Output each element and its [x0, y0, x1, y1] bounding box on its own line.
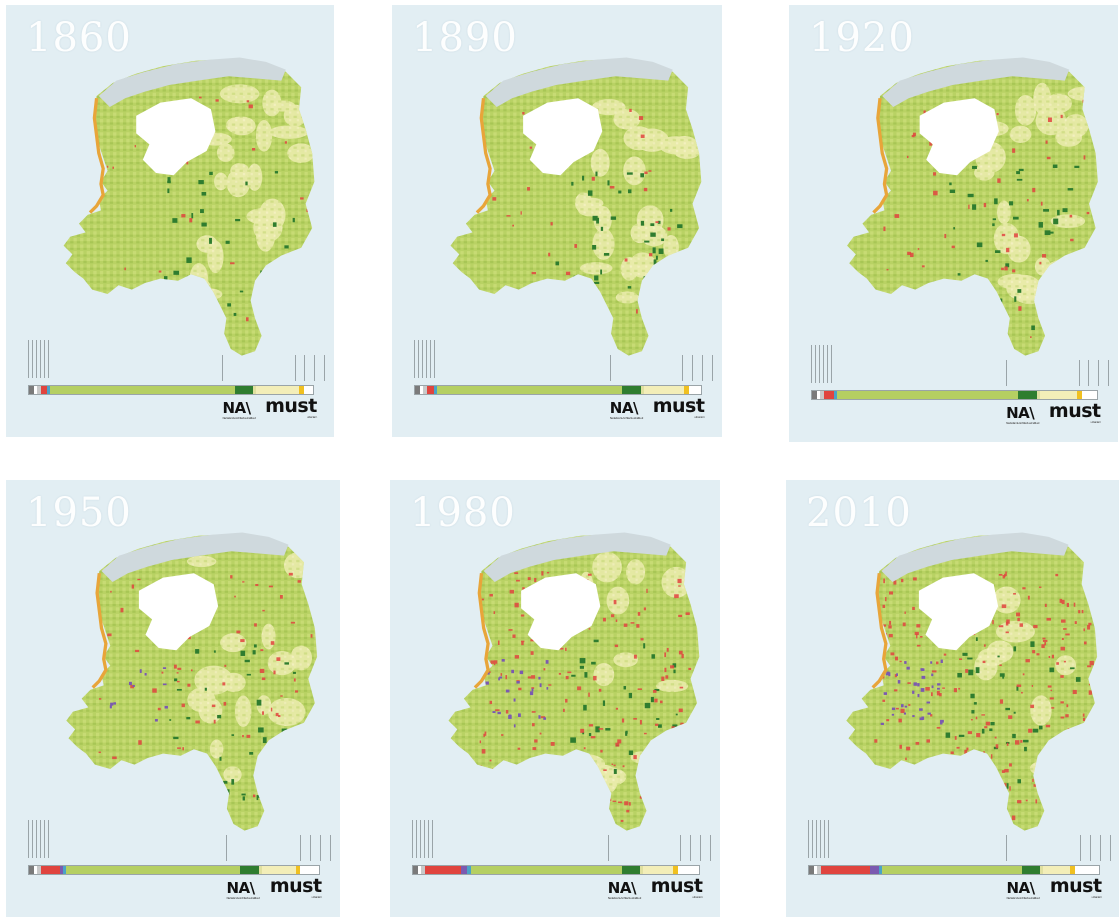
year-label: 1860	[26, 15, 132, 61]
must-logo-subtitle: urbanism	[1090, 420, 1102, 424]
nai-logo-text: NA\	[607, 879, 637, 897]
land-use-legend-bar	[28, 865, 320, 875]
nai-logo-subtitle: Nederlands Architectuurinstituut	[226, 896, 260, 900]
must-logo-text: must	[265, 395, 317, 417]
nai-logo: NA\Nederlands Architectuurinstituut	[609, 399, 644, 420]
nai-logo-text: NA\	[609, 399, 639, 417]
nai-logo-subtitle: Nederlands Architectuurinstituut	[609, 416, 644, 420]
must-logo-subtitle: urbanism	[306, 415, 318, 419]
year-label: 1950	[26, 490, 132, 536]
must-logo-text: must	[1049, 875, 1102, 897]
land-use-legend-bar	[414, 385, 702, 395]
nai-logo: NA\Nederlands Architectuurinstituut	[222, 399, 256, 420]
land-use-legend-bar	[811, 390, 1098, 400]
land-use-legend-bar	[412, 865, 700, 875]
must-logo-text: must	[652, 395, 705, 417]
nai-logo-text: NA\	[222, 399, 251, 417]
netherlands-land-use-map	[63, 57, 315, 356]
nai-logo-subtitle: Nederlands Architectuurinstituut	[607, 896, 642, 900]
must-logo-text: must	[1048, 400, 1101, 422]
must-logo-subtitle: urbanism	[694, 415, 705, 419]
nai-logo-subtitle: Nederlands Architectuurinstituut	[1006, 896, 1040, 900]
nai-logo: NA\Nederlands Architectuurinstituut	[226, 879, 260, 900]
nai-logo: NA\Nederlands Architectuurinstituut	[1006, 404, 1040, 425]
netherlands-land-use-map	[846, 57, 1098, 356]
nai-logo-text: NA\	[1006, 879, 1035, 897]
nai-logo-subtitle: Nederlands Architectuurinstituut	[1006, 421, 1040, 425]
must-logo-subtitle: urbanism	[692, 895, 703, 899]
nai-logo-text: NA\	[226, 879, 255, 897]
nai-logo: NA\Nederlands Architectuurinstituut	[1006, 879, 1040, 900]
netherlands-land-use-map	[66, 532, 318, 831]
netherlands-land-use-map	[448, 532, 700, 831]
land-use-legend-bar	[808, 865, 1100, 875]
netherlands-land-use-map	[846, 532, 1098, 831]
year-label: 1980	[410, 490, 516, 536]
year-label: 1890	[412, 15, 518, 61]
must-logo-text: must	[650, 875, 703, 897]
netherlands-land-use-map	[450, 57, 702, 356]
year-label: 1920	[809, 15, 915, 61]
must-logo-subtitle: urbanism	[311, 895, 322, 899]
nai-logo: NA\Nederlands Architectuurinstituut	[607, 879, 642, 900]
must-logo-subtitle: urbanism	[1091, 895, 1102, 899]
year-label: 2010	[806, 490, 912, 536]
land-use-legend-bar	[28, 385, 314, 395]
nai-logo-subtitle: Nederlands Architectuurinstituut	[222, 416, 256, 420]
nai-logo-text: NA\	[1006, 404, 1035, 422]
must-logo-text: must	[269, 875, 322, 897]
